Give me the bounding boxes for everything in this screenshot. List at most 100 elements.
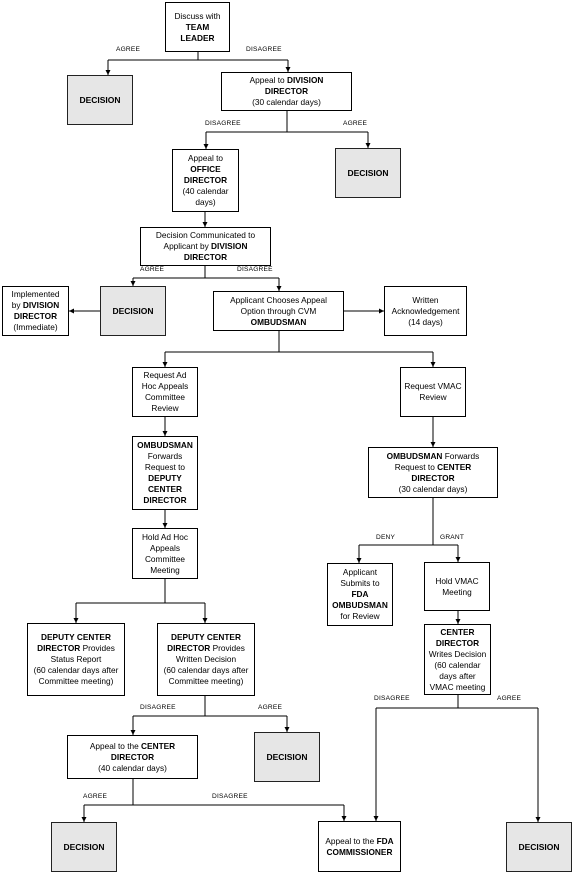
node-text-plain: Appeal to: [187, 153, 224, 163]
node-text: OMBUDSMAN Forwards Request to DEPUTY CEN…: [137, 440, 193, 506]
node-text-bold: OMBUDSMAN: [250, 316, 307, 327]
node-text: Hold Ad Hoc Appeals Committee Meeting: [142, 532, 188, 576]
node-text-plain: Applicant Chooses Appeal Option through …: [230, 294, 327, 316]
node-ombudsman-forwards-deputy: OMBUDSMAN Forwards Request to DEPUTY CEN…: [132, 436, 198, 510]
node-text-bold: DIVISION DIRECTOR: [183, 241, 248, 262]
node-text-bold: DECISION: [347, 167, 389, 178]
node-text: DECISION: [112, 306, 153, 317]
node-text-bold: FDA COMMISSIONER: [326, 835, 394, 857]
label-disagree-5: DISAGREE: [374, 695, 410, 702]
node-text-plain: (Immediate): [13, 322, 58, 332]
edge-discuss-split: [108, 52, 288, 61]
node-text-plain: Written Acknowledgement (14 days): [391, 294, 460, 327]
edge-center-appeal-split: [84, 779, 344, 806]
node-text-plain: Appeal to the: [325, 835, 377, 846]
label-agree-2: AGREE: [343, 120, 368, 127]
node-text-plain: Provides Status Report (60 calendar days…: [33, 643, 119, 686]
node-text-plain: Request VMAC Review: [404, 381, 462, 402]
node-text: Appeal to the FDA COMMISSIONER: [325, 836, 393, 858]
node-decision-6: DECISION: [506, 822, 572, 872]
node-fda-commissioner: Appeal to the FDA COMMISSIONER: [318, 821, 401, 872]
node-text-bold: TEAM LEADER: [180, 21, 215, 43]
node-text-plain: Appeal to the: [89, 740, 142, 751]
node-text-plain: Appeal to: [249, 75, 287, 85]
node-text: DECISION: [63, 842, 104, 853]
node-ombudsman-forwards-center: OMBUDSMAN Forwards Request to CENTER DIR…: [368, 447, 498, 498]
node-deputy-written-decision: DEPUTY CENTER DIRECTOR Provides Written …: [157, 623, 255, 696]
node-text-bold: DEPUTY CENTER DIRECTOR: [37, 632, 111, 653]
label-disagree-1: DISAGREE: [246, 46, 282, 53]
node-discuss-team-leader: Discuss with TEAM LEADER: [165, 2, 230, 52]
label-deny: DENY: [376, 534, 396, 541]
label-agree-4: AGREE: [258, 704, 283, 711]
node-center-appeal: Appeal to the CENTER DIRECTOR (40 calend…: [67, 735, 198, 779]
node-text-plain: Hold Ad Hoc Appeals Committee Meeting: [141, 531, 189, 575]
node-implemented: Implemented by DIVISION DIRECTOR (Immedi…: [2, 286, 69, 336]
node-text-plain: for Review: [340, 611, 380, 621]
node-decision-2: DECISION: [335, 148, 401, 198]
node-text: DECISION: [266, 752, 307, 763]
node-text-bold: DECISION: [266, 751, 308, 762]
node-office-appeal: Appeal to OFFICE DIRECTOR (40 calendar d…: [172, 149, 239, 212]
node-decision-5: DECISION: [51, 822, 117, 872]
node-decision-4: DECISION: [254, 732, 320, 782]
edge-hold-adhoc-split: [76, 579, 205, 604]
label-disagree-6: DISAGREE: [212, 793, 248, 800]
node-text-bold: DECISION: [112, 305, 154, 316]
node-text: Written Acknowledgement (14 days): [392, 295, 460, 328]
node-text-bold: DEPUTY CENTER DIRECTOR: [167, 632, 241, 653]
node-text: Request Ad Hoc Appeals Committee Review: [142, 370, 189, 414]
node-text-plain: Provides Written Decision (60 calendar d…: [163, 643, 249, 686]
node-text-bold: OFFICE DIRECTOR: [183, 164, 228, 185]
node-text: Hold VMAC Meeting: [435, 576, 478, 598]
label-disagree-4: DISAGREE: [140, 704, 176, 711]
node-vmac-request: Request VMAC Review: [400, 367, 466, 417]
node-text-bold: CENTER DIRECTOR: [411, 461, 472, 483]
node-text: CENTER DIRECTOR Writes Decision (60 cale…: [429, 627, 486, 693]
node-text-bold: OMBUDSMAN: [137, 440, 193, 450]
edge-center-writes-split: [376, 695, 538, 709]
node-text-bold: DECISION: [63, 841, 105, 852]
node-text: DECISION: [347, 168, 388, 179]
node-text: Appeal to the CENTER DIRECTOR (40 calend…: [90, 741, 175, 774]
node-text-plain: Applicant Submits to: [340, 567, 380, 588]
node-text-bold: DECISION: [518, 841, 560, 852]
node-text: DEPUTY CENTER DIRECTOR Provides Written …: [164, 632, 249, 687]
edge-communicated-split: [133, 266, 279, 279]
node-text: DECISION: [79, 95, 120, 106]
node-hold-vmac-meeting: Hold VMAC Meeting: [424, 562, 490, 611]
label-agree-6: AGREE: [83, 793, 108, 800]
label-grant: GRANT: [440, 534, 465, 541]
node-text: Appeal to OFFICE DIRECTOR (40 calendar d…: [182, 153, 228, 208]
label-disagree-2: DISAGREE: [205, 120, 241, 127]
label-disagree-3: DISAGREE: [237, 266, 273, 273]
node-text-plain: (30 calendar days): [252, 97, 321, 107]
node-center-writes-decision: CENTER DIRECTOR Writes Decision (60 cale…: [424, 624, 491, 695]
node-hold-adhoc-meeting: Hold Ad Hoc Appeals Committee Meeting: [132, 528, 198, 579]
node-deputy-status-report: DEPUTY CENTER DIRECTOR Provides Status R…: [27, 623, 125, 696]
node-text-plain: Implemented by: [11, 289, 60, 310]
node-division-appeal: Appeal to DIVISION DIRECTOR (30 calendar…: [221, 72, 352, 111]
label-agree-5: AGREE: [497, 695, 522, 702]
node-text: DECISION: [518, 842, 559, 853]
node-text: DEPUTY CENTER DIRECTOR Provides Status R…: [34, 632, 119, 687]
node-decision-communicated: Decision Communicated to Applicant by DI…: [140, 227, 271, 266]
node-text: Discuss with TEAM LEADER: [174, 11, 220, 44]
node-text: Applicant Submits to FDA OMBUDSMAN for R…: [332, 567, 388, 622]
node-text-plain: Hold VMAC Meeting: [435, 575, 479, 597]
node-text-plain: Discuss with: [174, 10, 221, 21]
edge-deputy-written-split: [133, 696, 287, 717]
node-text: Implemented by DIVISION DIRECTOR (Immedi…: [12, 289, 60, 333]
node-text-plain: (30 calendar days): [398, 483, 468, 494]
edge-ombudsman-center-split: [359, 498, 458, 546]
node-decision-3: DECISION: [100, 286, 166, 336]
node-text-bold: CENTER DIRECTOR: [110, 740, 176, 762]
node-text-bold: DEPUTY CENTER DIRECTOR: [143, 473, 187, 505]
edge-chooses-split: [165, 331, 433, 353]
label-agree-1: AGREE: [116, 46, 141, 53]
node-text: OMBUDSMAN Forwards Request to CENTER DIR…: [387, 451, 480, 495]
node-text-plain: Decision Communicated to Applicant by: [155, 230, 256, 251]
node-submits-fda-ombudsman: Applicant Submits to FDA OMBUDSMAN for R…: [327, 563, 393, 626]
node-text-plain: Forwards Request to: [394, 450, 480, 472]
